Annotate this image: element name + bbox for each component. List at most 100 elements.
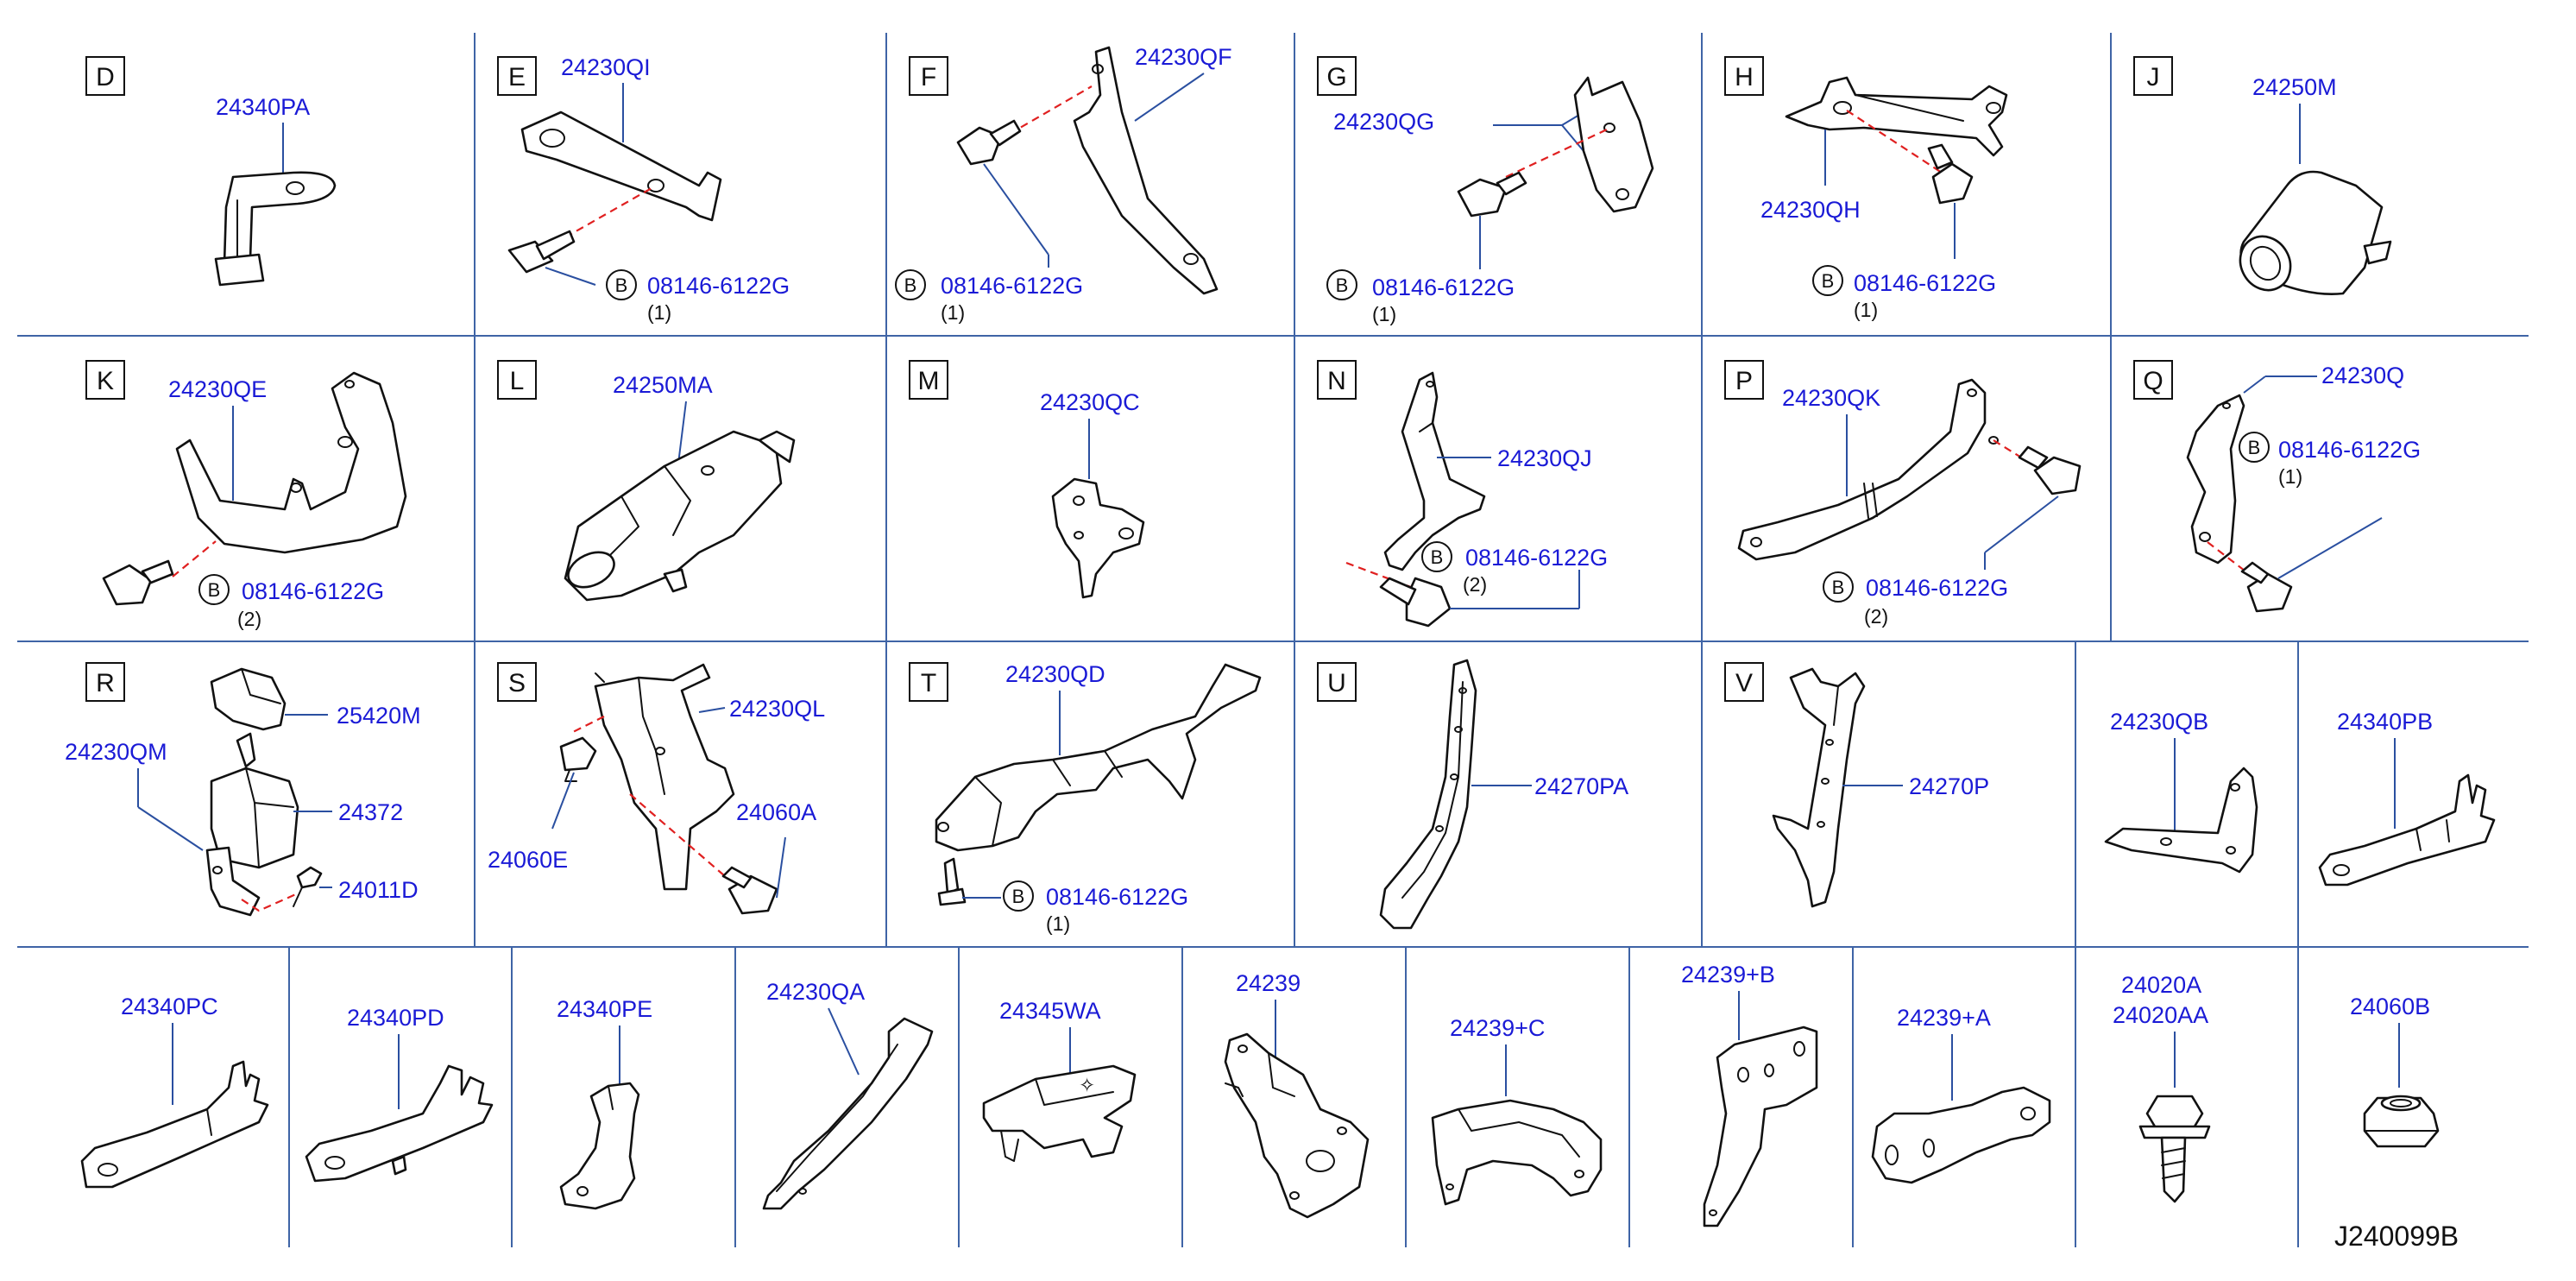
svg-text:B: B: [2248, 437, 2261, 458]
component-mark: ✧: [1079, 1074, 1095, 1096]
qty-e: (1): [647, 301, 671, 324]
callout-24239-c: 24239+C: [1450, 1015, 1545, 1041]
panel-f: 24230QF B 08146-6122G (1): [895, 44, 1232, 324]
svg-text:B: B: [208, 579, 221, 601]
callout-24230qe: 24230QE: [168, 376, 267, 402]
panel-24239-a: 24239+A: [1871, 1005, 2051, 1184]
panel-r: 25420M 24230QM 24372 24011D: [65, 667, 421, 917]
callout-24230qf: 24230QF: [1135, 44, 1232, 70]
svg-text:E: E: [508, 63, 526, 92]
callout-24230qk: 24230QK: [1782, 385, 1880, 411]
part-24250ma-drawing: [564, 430, 796, 602]
part-24340pb-drawing: [2318, 773, 2496, 887]
callout-24250ma: 24250MA: [613, 372, 713, 398]
panel-v: 24270P: [1772, 667, 1989, 908]
bolt-symbol-e: [606, 269, 637, 300]
bolt-icon: [1379, 577, 1452, 628]
svg-text:T: T: [921, 669, 936, 697]
panel-letter-n: N: [1317, 360, 1357, 400]
svg-text:B: B: [1336, 274, 1349, 296]
panel-letter-f: F: [909, 56, 948, 96]
part-24230qk-drawing: [1737, 378, 1999, 561]
qty-k: (2): [237, 608, 261, 630]
callout-24340pa: 24340PA: [216, 94, 310, 120]
callout-24060e: 24060E: [488, 847, 568, 873]
qty-q: (1): [2278, 465, 2302, 488]
callout-25420m: 25420M: [337, 703, 421, 729]
callout-24230q: 24230Q: [2321, 363, 2404, 388]
part-25420m-drawing: [210, 667, 287, 731]
part-24250m-drawing: [2239, 170, 2392, 295]
callout-08146-6122g-k: 08146-6122G: [242, 578, 384, 604]
svg-text:M: M: [918, 367, 940, 395]
bolt-symbol-f: [895, 269, 926, 300]
qty-g: (1): [1372, 303, 1396, 325]
part-24230qi-drawing: [520, 110, 722, 222]
panel-letter-p: P: [1724, 360, 1764, 400]
panel-p: 24230QK B 08146-6122G (2): [1737, 378, 2082, 628]
part-24372-drawing: [205, 732, 299, 917]
bolt-icon: [956, 119, 1022, 166]
panel-letter-u: U: [1317, 662, 1357, 702]
svg-text:H: H: [1735, 63, 1754, 92]
callout-24230qd: 24230QD: [1005, 661, 1105, 687]
part-24239-b-drawing: [1703, 1025, 1818, 1227]
callout-24230qm: 24230QM: [65, 739, 167, 765]
qty-t: (1): [1046, 912, 1070, 935]
callout-24230qi: 24230QI: [561, 54, 651, 80]
part-24270pa-drawing: [1379, 659, 1477, 930]
screw-icon: [937, 857, 967, 906]
panel-l: 24250MA: [564, 372, 796, 602]
callout-24230qc: 24230QC: [1040, 389, 1140, 415]
part-24230qe-drawing: [175, 371, 407, 554]
panel-letter-t: T: [909, 662, 948, 702]
part-24230qj-drawing: [1383, 371, 1486, 571]
part-24340pa-drawing: [214, 171, 337, 287]
qty-p: (2): [1864, 605, 1888, 628]
callout-08146-6122g-h: 08146-6122G: [1854, 270, 1996, 296]
part-24340pe-drawing: [559, 1082, 640, 1210]
qty-n: (2): [1463, 573, 1487, 596]
panel-e: 24230QI B 08146-6122G (1): [507, 54, 790, 324]
panel-s: 24230QL 24060E 24060A: [488, 663, 825, 915]
svg-text:B: B: [1822, 270, 1835, 292]
panel-letter-m: M: [909, 360, 948, 400]
bolt-icon: [507, 230, 576, 274]
callout-24230qb: 24230QB: [2110, 709, 2208, 735]
svg-text:N: N: [1327, 367, 1346, 395]
panel-g: 24230QG B 08146-6122G (1): [1326, 76, 1654, 325]
panel-letter-s: S: [497, 662, 537, 702]
panel-grid: [17, 33, 2529, 1247]
callout-24060a: 24060A: [736, 799, 816, 825]
panel-letter-l: L: [497, 360, 537, 400]
panel-d: 24340PA: [214, 94, 337, 287]
svg-text:V: V: [1735, 669, 1753, 697]
bolt-symbol-p: [1823, 571, 1854, 603]
svg-text:R: R: [96, 669, 115, 697]
part-24230qh-drawing: [1785, 76, 2008, 157]
panel-letters: D E F G H J K L M N P Q R S T U V: [85, 56, 2173, 702]
bolt-icon: [2018, 445, 2082, 495]
part-24060b-drawing: [2363, 1095, 2440, 1148]
part-24230qd-drawing: [935, 663, 1262, 852]
svg-text:D: D: [96, 63, 115, 92]
panel-letter-v: V: [1724, 662, 1764, 702]
panel-t: 24230QD B 08146-6122G (1): [935, 661, 1262, 935]
panel-24239: 24239: [1224, 970, 1370, 1219]
svg-text:U: U: [1327, 669, 1346, 697]
svg-text:B: B: [1431, 546, 1444, 568]
callout-08146-6122g-n: 08146-6122G: [1465, 545, 1608, 571]
panel-letter-q: Q: [2133, 360, 2173, 400]
callout-24239-b: 24239+B: [1681, 962, 1775, 988]
panel-24239-c: 24239+C: [1431, 1015, 1603, 1206]
part-24345wa-drawing: ✧: [982, 1064, 1137, 1162]
callout-24345wa: 24345WA: [999, 998, 1101, 1024]
callout-24230qg: 24230QG: [1333, 109, 1434, 135]
panel-24020a: 24020A 24020AA: [2113, 972, 2211, 1203]
callout-08146-6122g-f: 08146-6122G: [941, 273, 1083, 299]
callout-08146-6122g-p: 08146-6122G: [1866, 575, 2008, 601]
bolt-icon: [1927, 143, 1974, 205]
part-24340pd-drawing: [305, 1064, 494, 1183]
panel-u: 24270PA: [1379, 659, 1628, 930]
svg-text:Q: Q: [2143, 367, 2163, 395]
